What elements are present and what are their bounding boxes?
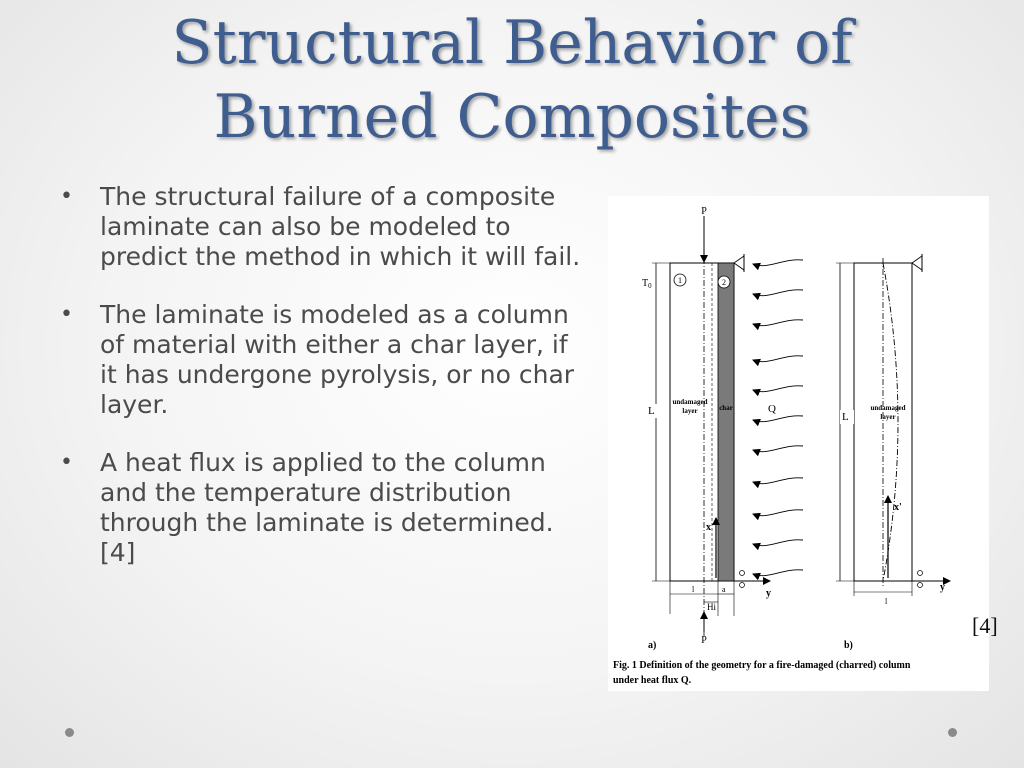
length-label-b: L [842,411,849,423]
bullet-dot: • [60,302,73,327]
undamaged-label-b1: undamaged [870,404,905,412]
slide-title: Structural Behavior of Burned Composites [0,6,1024,154]
load-label-top: P [701,206,707,217]
heat-flux-arrow [752,319,804,331]
heat-flux-label: Q [768,403,776,415]
x-axis-label-a: x [706,522,711,533]
heat-flux-arrow [752,509,804,521]
bullet-text: The laminate is modeled as a column of m… [100,300,575,419]
deflected-centre-line [882,262,899,582]
corner-dot-left [65,728,74,737]
undamaged-label-a1: undamaged [672,398,707,406]
bullet-dot: • [60,184,73,209]
heat-flux-arrow [752,355,804,367]
panel-a: P 1 2 T0 L [642,206,804,651]
bullet-item: • The laminate is modeled as a column of… [58,300,588,420]
heat-flux-arrow [752,289,804,301]
heat-flux-arrow [752,259,804,271]
figure-reference: [4] [972,613,998,638]
title-line-2: Burned Composites [213,82,811,152]
length-label-a: L [648,405,655,417]
heat-flux-arrow [752,539,804,551]
bullet-text: A heat flux is applied to the column and… [100,448,554,567]
y-axis-label-b: y [940,582,945,593]
undamaged-label-b2: layer [880,413,895,421]
circle-2 [717,275,731,289]
char-label: char [719,404,733,412]
panel-b-label: b) [844,640,853,651]
heat-flux-arrow [752,385,804,397]
circle-1 [673,273,687,287]
heat-flux-arrow [752,415,804,427]
panel-a-label: a) [648,640,656,651]
x-axis-label-b: x' [894,502,902,513]
heat-flux-arrow [752,477,804,489]
bullet-item: • The structural failure of a composite … [58,182,588,272]
char-layer [717,262,735,582]
figure-caption-line-2: under heat flux Q. [613,675,692,686]
dim-a: a [722,585,726,594]
bullet-list: • The structural failure of a composite … [58,182,588,596]
heat-flux-arrow [752,445,804,457]
figure-caption-line-1: Fig. 1 Definition of the geometry for a … [613,660,911,671]
column-geometry-figure: P 1 2 T0 L [608,196,989,691]
y-axis-label-a: y [766,588,771,599]
panel-b: L undamaged layer x' y l b) [836,254,951,651]
heat-flux-arrow [752,569,804,581]
bullet-item: • A heat flux is applied to the column a… [58,448,588,568]
corner-dot-right [948,728,957,737]
bullet-text: The structural failure of a composite la… [100,182,581,271]
title-line-1: Structural Behavior of [171,8,853,78]
circle-1-label: 1 [678,276,682,285]
circle-2-label: 2 [722,278,726,287]
t0-label: T0 [642,278,652,290]
dim-l-a: l [692,585,695,594]
load-label-bottom: P [701,635,707,646]
figure-drawing: P 1 2 T0 L [613,206,951,686]
undamaged-label-a2: layer [682,407,697,415]
bullet-dot: • [60,450,73,475]
dim-hi: Hi [707,602,716,612]
dim-l-b: l [885,597,888,606]
